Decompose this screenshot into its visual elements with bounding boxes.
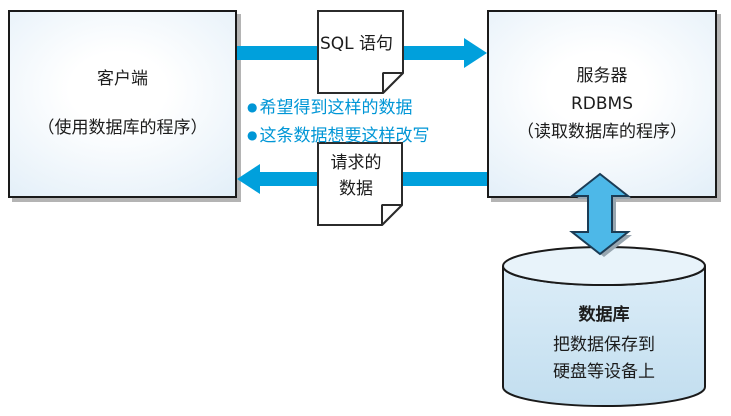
- result-note-line2: 数据: [339, 179, 373, 199]
- client-box: 客户端 （使用数据库的程序）: [8, 10, 237, 198]
- database-desc-line2: 硬盘等设备上: [553, 362, 655, 382]
- result-note-line1: 请求的: [330, 153, 382, 173]
- database-title: 数据库: [578, 305, 630, 325]
- annotation-text: 这条数据想要这样改写: [259, 126, 430, 146]
- result-note-label: 请求的 数据: [317, 142, 395, 210]
- annotation-line: ●希望得到这样的数据: [247, 94, 429, 122]
- server-box: 服务器 RDBMS （读取数据库的程序）: [487, 10, 717, 198]
- server-box-product: RDBMS: [570, 93, 634, 114]
- annotation-line: ●这条数据想要这样改写: [247, 122, 429, 150]
- server-box-title: 服务器: [576, 65, 628, 86]
- database-desc-line1: 把数据保存到: [553, 335, 655, 355]
- bullet-icon: ●: [247, 128, 258, 142]
- note-page-icon: [317, 142, 403, 226]
- sql-note: SQL 语句: [317, 10, 404, 94]
- sql-annotations: ●希望得到这样的数据 ●这条数据想要这样改写: [247, 94, 429, 150]
- client-box-subtitle: （使用数据库的程序）: [37, 118, 208, 138]
- result-note: 请求的 数据: [317, 142, 403, 226]
- server-box-subtitle: （读取数据库的程序）: [517, 121, 687, 142]
- database-cylinder-icon: [502, 246, 706, 407]
- database-label: 数据库 把数据保存到 硬盘等设备上: [500, 302, 708, 386]
- sql-note-label: SQL 语句: [319, 34, 394, 54]
- note-page-icon: [317, 10, 404, 94]
- annotation-text: 希望得到这样的数据: [259, 98, 413, 118]
- bullet-icon: ●: [247, 100, 258, 114]
- client-box-title: 客户端: [97, 69, 148, 89]
